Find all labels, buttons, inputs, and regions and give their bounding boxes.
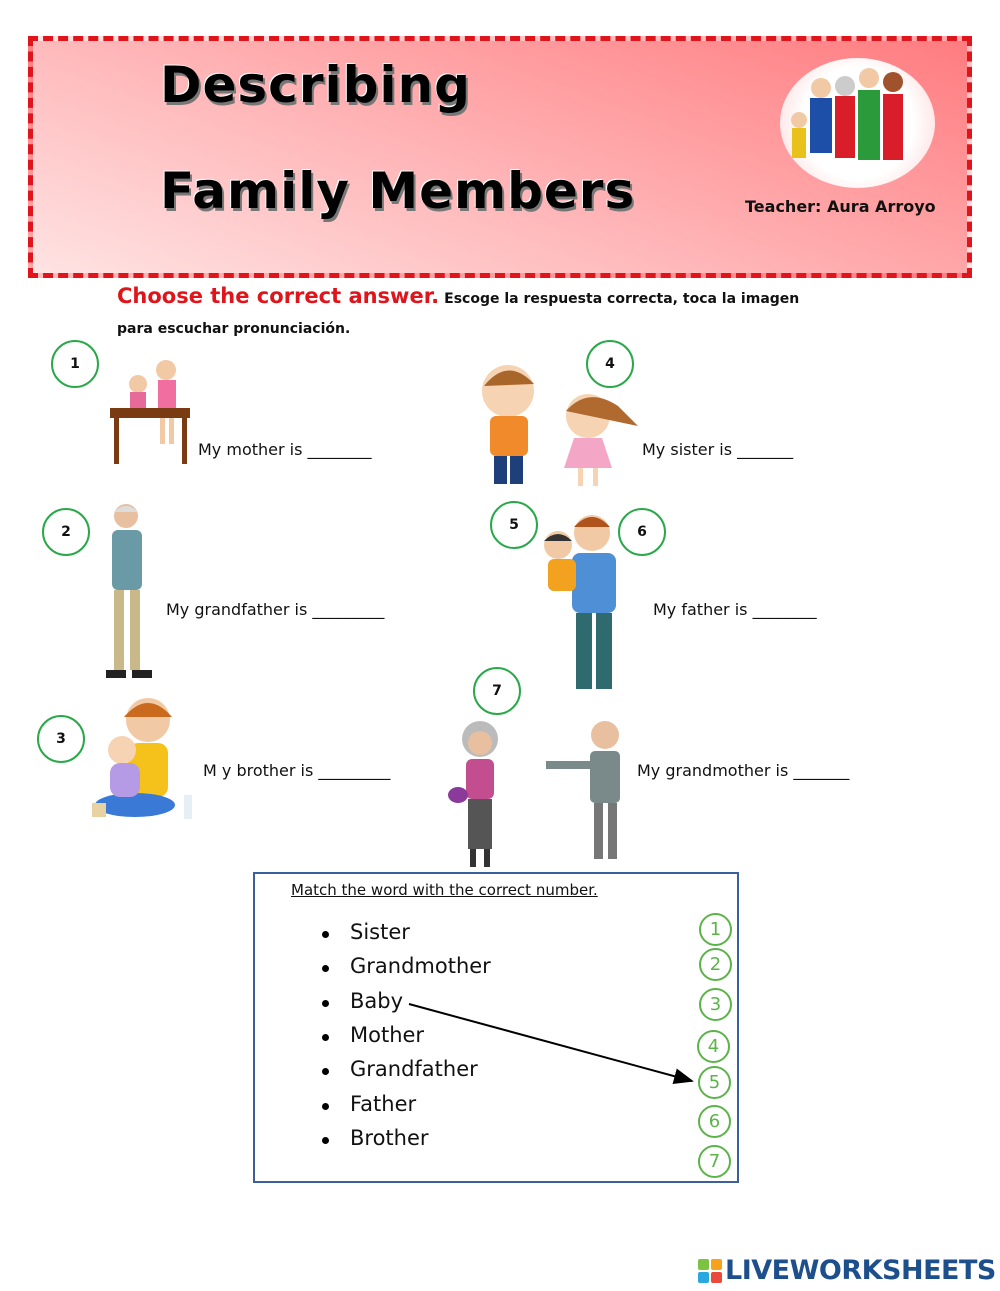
number-circle-7: 7 bbox=[473, 667, 521, 715]
bullet bbox=[322, 1034, 329, 1041]
number-circle-3: 3 bbox=[37, 715, 85, 763]
instruction-main: Choose the correct answer. bbox=[117, 284, 440, 308]
number-circle-4: 4 bbox=[586, 340, 634, 388]
number-circle-2: 2 bbox=[42, 508, 90, 556]
match-number-4[interactable]: 4 bbox=[697, 1030, 730, 1063]
number-circle-5: 5 bbox=[490, 501, 538, 549]
sentence-brother: M y brother is _________ bbox=[203, 761, 391, 780]
match-word-grandmother[interactable]: Grandmother bbox=[350, 954, 491, 978]
grandfather-image[interactable] bbox=[98, 500, 160, 685]
matching-title: Match the word with the correct number. bbox=[291, 881, 598, 899]
match-word-father[interactable]: Father bbox=[350, 1092, 417, 1116]
bullet bbox=[322, 931, 329, 938]
logo-icon bbox=[698, 1258, 722, 1283]
liveworksheets-logo: LIVEWORKSHEETS bbox=[698, 1255, 996, 1286]
sentence-mother: My mother is ________ bbox=[198, 440, 372, 459]
brother-image[interactable] bbox=[90, 695, 200, 825]
bullet bbox=[322, 1137, 329, 1144]
instructions: Choose the correct answer. Escoge la res… bbox=[117, 284, 799, 308]
bullet bbox=[322, 965, 329, 972]
number-circle-6: 6 bbox=[618, 508, 666, 556]
logo-text: LIVEWORKSHEETS bbox=[725, 1255, 996, 1286]
teacher-name: Teacher: Aura Arroyo bbox=[745, 197, 936, 216]
instruction-sub2: para escuchar pronunciación. bbox=[117, 321, 351, 337]
match-number-5[interactable]: 5 bbox=[698, 1066, 731, 1099]
bullet bbox=[322, 1068, 329, 1075]
sister-image[interactable] bbox=[478, 356, 643, 491]
title-line1: Describing bbox=[160, 56, 471, 114]
title-line2: Family Members bbox=[160, 162, 636, 220]
sentence-father: My father is ________ bbox=[653, 600, 817, 619]
match-number-7[interactable]: 7 bbox=[698, 1145, 731, 1178]
mother-image[interactable] bbox=[108, 356, 198, 466]
instruction-sub: Escoge la respuesta correcta, toca la im… bbox=[444, 291, 800, 307]
sentence-grandmother: My grandmother is _______ bbox=[637, 761, 850, 780]
sentence-grandfather: My grandfather is _________ bbox=[166, 600, 385, 619]
number-circle-1: 1 bbox=[51, 340, 99, 388]
match-number-1[interactable]: 1 bbox=[699, 913, 732, 946]
match-number-3[interactable]: 3 bbox=[699, 988, 732, 1021]
sentence-sister: My sister is _______ bbox=[642, 440, 794, 459]
match-word-baby[interactable]: Baby bbox=[350, 989, 404, 1013]
family-image bbox=[780, 58, 935, 188]
match-number-2[interactable]: 2 bbox=[699, 948, 732, 981]
match-word-sister[interactable]: Sister bbox=[350, 920, 410, 944]
bullet bbox=[322, 1000, 329, 1007]
match-word-grandfather[interactable]: Grandfather bbox=[350, 1057, 478, 1081]
match-number-6[interactable]: 6 bbox=[698, 1105, 731, 1138]
bullet bbox=[322, 1103, 329, 1110]
matching-box bbox=[253, 872, 739, 1183]
match-word-brother[interactable]: Brother bbox=[350, 1126, 429, 1150]
father-image[interactable] bbox=[530, 505, 630, 695]
grandparents-image[interactable] bbox=[440, 715, 640, 870]
match-word-mother[interactable]: Mother bbox=[350, 1023, 425, 1047]
